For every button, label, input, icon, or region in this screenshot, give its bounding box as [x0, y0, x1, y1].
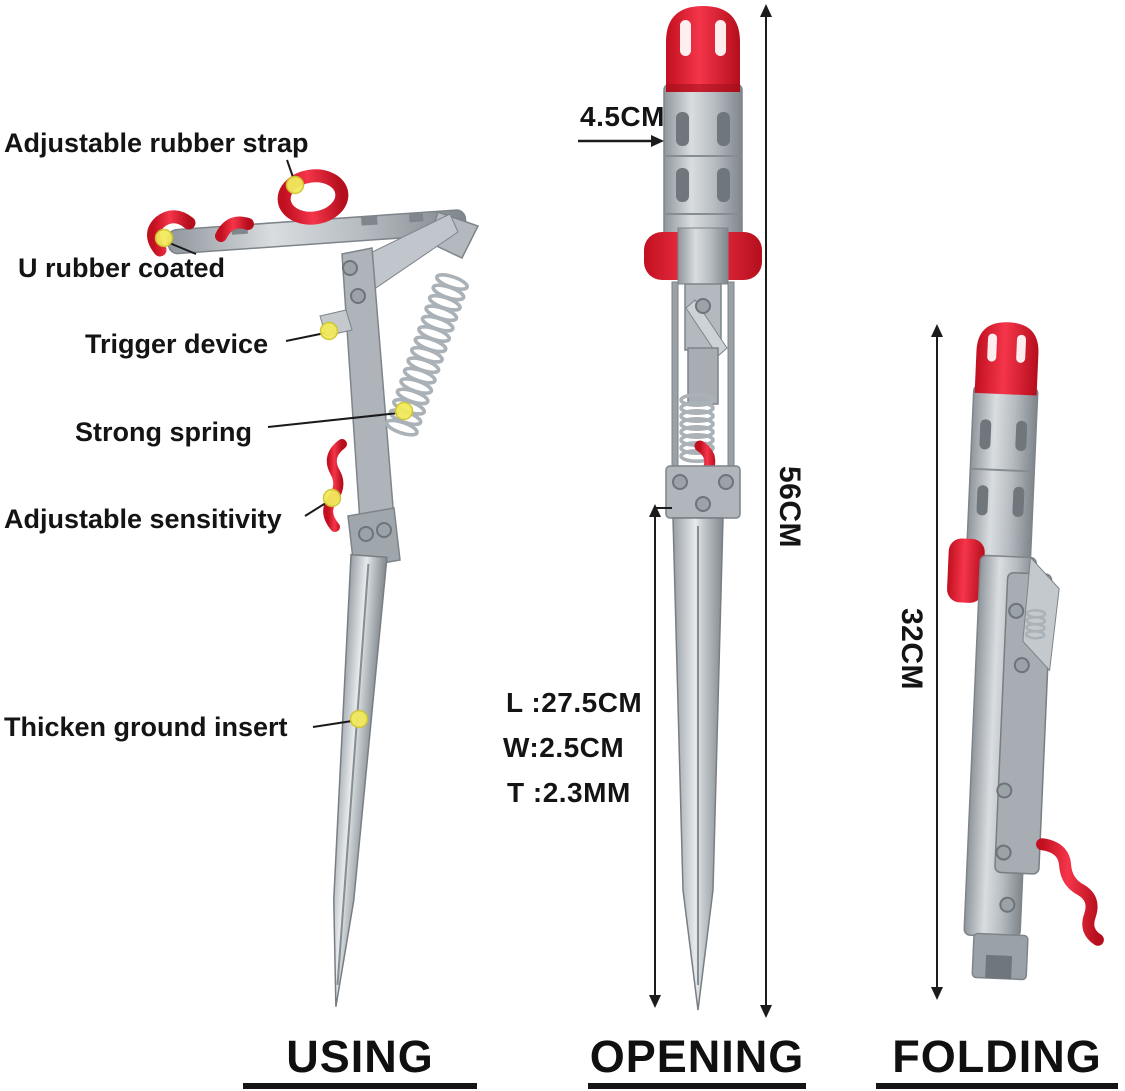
dimension-line-open-height — [760, 4, 772, 1018]
callout-label-thicken-ground-insert: Thicken ground insert — [4, 712, 288, 742]
dimension-label-folded-height: 32CM — [895, 608, 928, 691]
sensitivity-lever-folded — [1036, 838, 1104, 946]
callout-markers — [154, 175, 414, 729]
callout-label-strong-spring: Strong spring — [75, 417, 252, 447]
dimension-label-open-height: 56CM — [773, 466, 806, 549]
marker-dot-u-coated — [154, 228, 174, 248]
main-plate — [341, 247, 397, 553]
red-cap — [666, 6, 740, 92]
view-label-folding: FOLDING — [892, 1031, 1102, 1082]
dimension-label-insert-length: L :27.5CM — [506, 687, 643, 718]
sensitivity-lever — [323, 439, 347, 532]
view-label-opening: OPENING — [589, 1031, 805, 1082]
dimension-line-tube-width — [578, 135, 664, 147]
callout-line-spring — [267, 412, 400, 428]
using-view-illustration — [147, 169, 480, 1007]
view-underline-using — [243, 1083, 477, 1089]
opening-view-illustration — [644, 6, 762, 1011]
red-rest-pad — [215, 216, 254, 242]
callout-label-adjustable-rubber-strap: Adjustable rubber strap — [4, 128, 309, 158]
view-underline-opening — [588, 1083, 806, 1089]
red-cap — [974, 322, 1039, 396]
rubber-strap-loop — [277, 169, 349, 225]
ground-insert-spike — [672, 517, 724, 1011]
dimension-line-insert-length — [649, 504, 672, 1008]
marker-dot-sensitivity — [322, 488, 342, 508]
dimension-label-insert-thickness: T :2.3MM — [507, 777, 631, 808]
marker-dot-ground-insert — [349, 709, 369, 729]
marker-dot-strap — [285, 175, 305, 195]
folding-view-illustration — [947, 322, 1104, 981]
callout-label-trigger-device: Trigger device — [85, 329, 269, 359]
ground-insert-spike — [333, 553, 388, 1007]
rod-tube — [965, 384, 1039, 566]
callout-line-trigger — [285, 332, 326, 342]
dimension-line-folded-height — [931, 324, 943, 1000]
callout-line-ground-insert — [312, 720, 353, 728]
dimension-label-tube-width: 4.5CM — [580, 101, 665, 132]
marker-dot-trigger — [319, 321, 339, 341]
view-label-using: USING — [286, 1031, 434, 1082]
u-rubber-coated-tip — [147, 210, 196, 257]
callout-label-adjustable-sensitivity: Adjustable sensitivity — [4, 504, 282, 534]
rod-tube — [663, 83, 743, 241]
callout-label-u-rubber-coated: U rubber coated — [18, 253, 226, 283]
dimension-label-insert-width: W:2.5CM — [503, 732, 625, 763]
red-clamp-folded — [947, 538, 985, 603]
marker-dot-spring — [394, 401, 414, 421]
callout-line-u-coated — [166, 241, 197, 255]
view-underline-folding — [876, 1083, 1118, 1089]
